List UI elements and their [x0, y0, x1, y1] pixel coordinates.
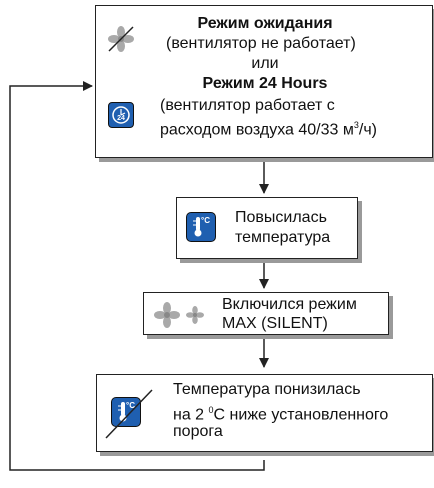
- thermometer-crossed-icon: °C: [105, 389, 153, 439]
- fan-large-icon: [154, 302, 180, 328]
- box-standby-or-24h: Режим ожидания (вентилятор не работает) …: [95, 5, 433, 158]
- temp-drop-line2: на 2 0C ниже установленного: [173, 401, 388, 424]
- thermometer-label: °C: [201, 216, 210, 225]
- mode24-note-line2: расходом воздуха 40/33 м3/ч): [160, 116, 377, 139]
- temp-drop-line3: порога: [173, 423, 223, 440]
- temp-drop-line2-pre: на 2: [173, 406, 209, 424]
- mode24-title: Режим 24 Hours: [202, 75, 328, 92]
- or-text: или: [251, 55, 279, 72]
- temp-rise-line1: Повысилась: [235, 209, 327, 226]
- max-mode-line2: MAX (SILENT): [222, 315, 328, 332]
- fan-off-icon: [108, 26, 134, 52]
- mode24-note-line2-end: /ч): [358, 121, 377, 139]
- max-mode-line1: Включился режим: [222, 296, 357, 313]
- fan-small-icon: [186, 306, 204, 324]
- mode24-note-sup: 3: [353, 120, 359, 130]
- mode24-note-line1: (вентилятор работает с: [160, 97, 335, 114]
- temp-drop-line2-post: C ниже установленного: [213, 406, 389, 424]
- thermometer-icon: °C: [186, 212, 216, 242]
- timer-24h-badge: 24: [117, 115, 125, 122]
- thermometer-crossed-label: °C: [126, 401, 135, 410]
- standby-title: Режим ожидания: [197, 15, 333, 32]
- box-temperature-rise: °C Повысилась температура: [176, 197, 358, 259]
- box-max-mode: Включился режим MAX (SILENT): [143, 292, 389, 335]
- temp-drop-line1: Температура понизилась: [173, 381, 361, 398]
- standby-note: (вентилятор не работает): [166, 35, 356, 52]
- mode24-note-line2-text: расходом воздуха 40/33 м: [160, 121, 354, 139]
- box-temperature-drop: °C Температура понизилась на 2 0C ниже у…: [96, 374, 433, 452]
- temp-drop-sup: 0: [208, 405, 214, 415]
- timer-24h-icon: 24: [108, 102, 134, 128]
- temp-rise-line2: температура: [235, 229, 331, 246]
- loop-back-line: [9, 81, 265, 471]
